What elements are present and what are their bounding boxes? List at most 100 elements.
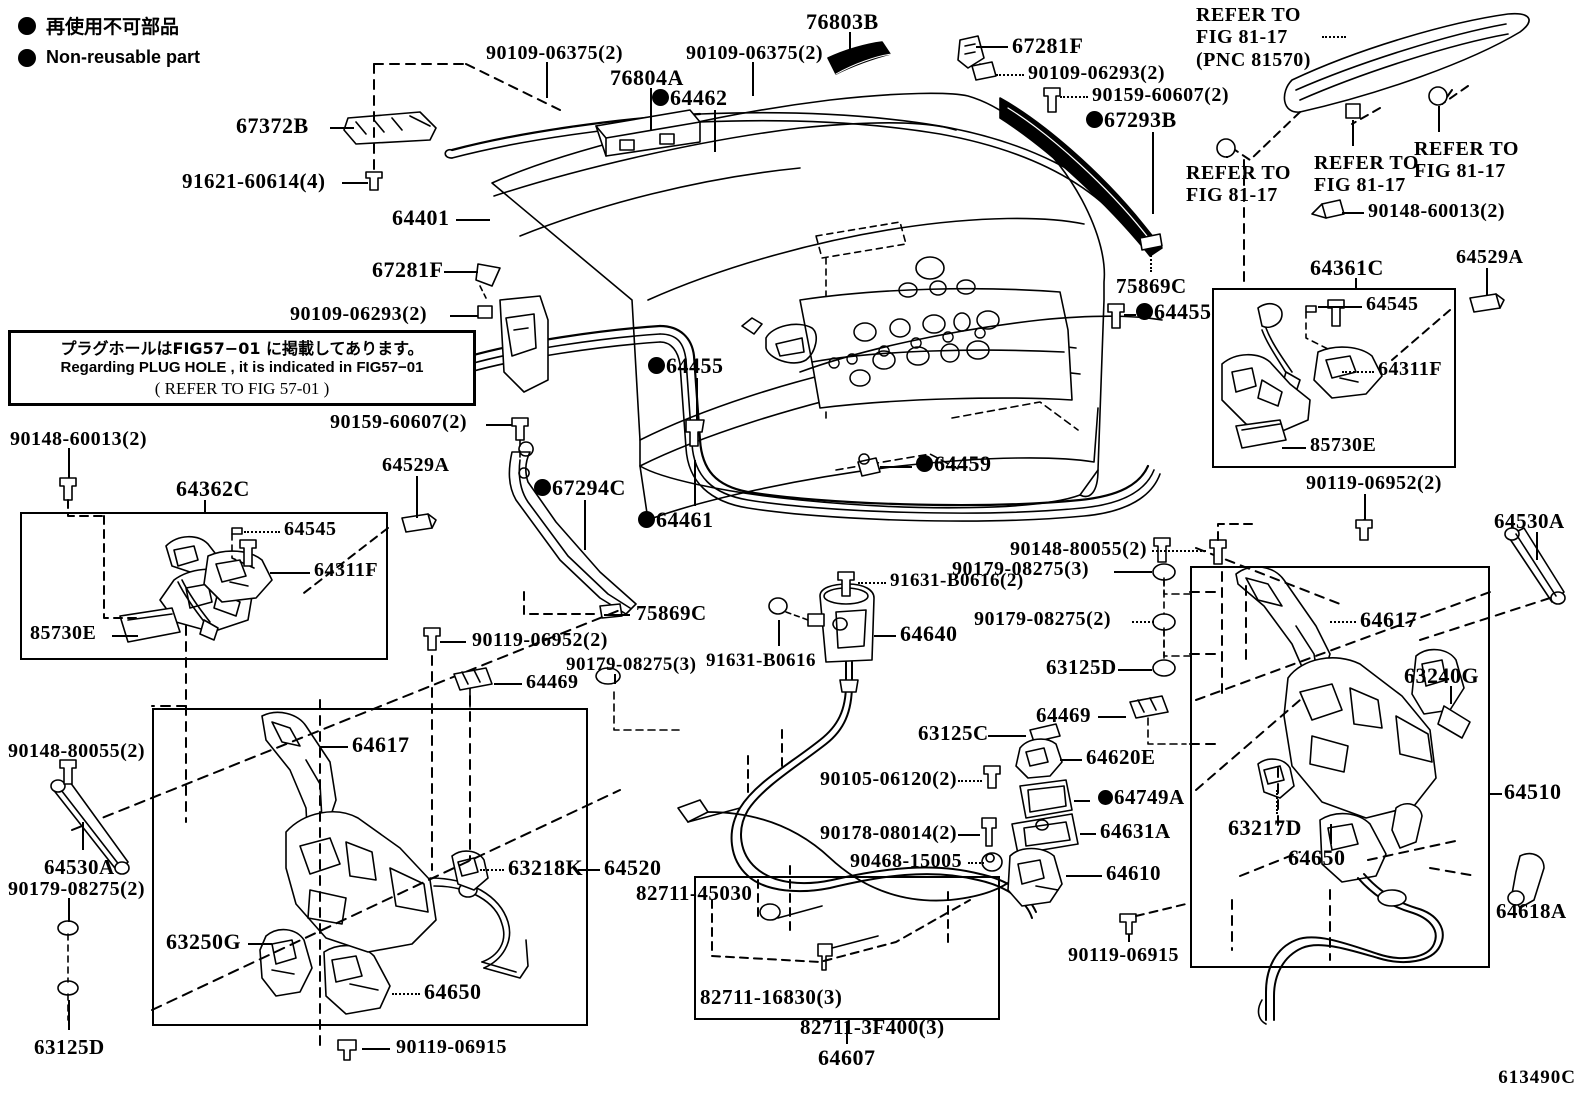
part-label-64545-left[interactable]: 64545	[284, 518, 337, 540]
part-label-64469-right[interactable]: 64469	[1036, 703, 1091, 727]
part-label-90109-06293-top[interactable]: 90109-06293(2)	[1028, 62, 1165, 84]
part-label-63218K[interactable]: 63218K	[508, 855, 584, 880]
note-jp: プラグホールはFIG57−01 に掲載してあります。	[60, 339, 424, 358]
part-label-64311F-left[interactable]: 64311F	[314, 559, 379, 581]
part-label-91631-B0616-2[interactable]: 91631-B0616(2)	[890, 570, 1024, 591]
non-reusable-dot-icon-64455b	[1136, 303, 1153, 320]
leader-91621	[342, 182, 368, 184]
part-label-64455-a[interactable]: 64455	[648, 353, 724, 379]
part-label-64459[interactable]: 64459	[916, 451, 992, 477]
refer-to-fig-81-17-c[interactable]: REFER TO FIG 81-17	[1314, 152, 1419, 197]
part-label-63125D-left[interactable]: 63125D	[34, 1035, 105, 1059]
leader-64620E	[1060, 759, 1082, 761]
part-label-90148-60013-top[interactable]: 90148-60013(2)	[1368, 200, 1505, 222]
part-label-63240G[interactable]: 63240G	[1404, 663, 1480, 688]
part-label-85730E-left[interactable]: 85730E	[30, 622, 97, 644]
part-label-64530A-right[interactable]: 64530A	[1494, 509, 1565, 533]
part-label-64401[interactable]: 64401	[392, 205, 450, 230]
part-label-90179-08275-2-right[interactable]: 90179-08275(2)	[974, 608, 1111, 630]
part-label-64461[interactable]: 64461	[638, 507, 714, 533]
part-label-64361C[interactable]: 64361C	[1310, 255, 1384, 280]
part-label-90159-60607-left[interactable]: 90159-60607(2)	[330, 411, 467, 433]
part-label-91621-60614[interactable]: 91621-60614(4)	[182, 169, 326, 193]
part-label-64510[interactable]: 64510	[1504, 779, 1562, 804]
leader-refer-b2	[1226, 156, 1228, 158]
part-label-90179-08275-3-right[interactable]: 90179-08275(3)	[952, 558, 1089, 580]
part-label-67293B[interactable]: 67293B	[1086, 107, 1177, 133]
part-label-90179-08275-2-left[interactable]: 90179-08275(2)	[8, 878, 145, 900]
part-label-64749A[interactable]: 64749A	[1098, 785, 1185, 810]
leader-64617-right	[1330, 621, 1356, 623]
part-label-90119-06915-left[interactable]: 90119-06915	[396, 1036, 508, 1058]
part-label-64617-right[interactable]: 64617	[1360, 607, 1418, 632]
part-label-64455-b[interactable]: 64455	[1136, 299, 1212, 325]
part-label-64618A[interactable]: 64618A	[1496, 899, 1567, 923]
leader-refer-c	[1352, 120, 1354, 146]
leader-90148-top	[1342, 212, 1364, 214]
part-label-76804A[interactable]: 76804A	[610, 65, 684, 90]
part-label-64631A[interactable]: 64631A	[1100, 819, 1171, 843]
part-label-82711-45030[interactable]: 82711-45030	[636, 881, 753, 905]
part-label-67294C[interactable]: 67294C	[534, 475, 626, 501]
part-label-82711-3F400[interactable]: 82711-3F400(3)	[800, 1015, 945, 1039]
leader-90119-06915-left	[362, 1048, 390, 1050]
part-label-90148-60013-left[interactable]: 90148-60013(2)	[10, 428, 147, 450]
part-label-64529A-left[interactable]: 64529A	[382, 454, 450, 476]
leader-91631-b	[778, 620, 780, 646]
leader-91631-a	[858, 582, 886, 584]
part-label-67281F-top[interactable]: 67281F	[1012, 33, 1084, 58]
part-label-64362C[interactable]: 64362C	[176, 476, 250, 501]
part-label-85730E-right[interactable]: 85730E	[1310, 434, 1377, 456]
leader-90179-3-right	[1114, 571, 1152, 573]
part-label-63250G[interactable]: 63250G	[166, 929, 242, 954]
part-label-64617-left[interactable]: 64617	[352, 732, 410, 757]
part-label-90468-15005[interactable]: 90468-15005	[850, 850, 963, 872]
part-label-90105-06120[interactable]: 90105-06120(2)	[820, 768, 957, 790]
part-label-64640[interactable]: 64640	[900, 621, 958, 646]
part-label-64607[interactable]: 64607	[818, 1045, 876, 1070]
part-label-90109-06293-left[interactable]: 90109-06293(2)	[290, 303, 427, 325]
part-label-64469-left[interactable]: 64469	[526, 671, 579, 693]
part-label-64520[interactable]: 64520	[604, 855, 662, 880]
part-label-64610[interactable]: 64610	[1106, 861, 1161, 885]
part-label-64650-left[interactable]: 64650	[424, 979, 482, 1004]
part-label-90179-08275-3-left[interactable]: 90179-08275(3)	[566, 654, 697, 675]
leader-64529A-right	[1486, 268, 1488, 296]
part-label-63125C[interactable]: 63125C	[918, 721, 989, 745]
part-label-75869C-mid[interactable]: 75869C	[636, 601, 707, 625]
part-label-90148-80055-right[interactable]: 90148-80055(2)	[1010, 538, 1147, 560]
part-label-64650-right[interactable]: 64650	[1288, 845, 1346, 870]
part-label-90119-06952-right[interactable]: 90119-06952(2)	[1306, 472, 1442, 494]
part-label-75869C-right[interactable]: 75869C	[1116, 274, 1187, 298]
part-label-90119-06915-right[interactable]: 90119-06915	[1068, 944, 1180, 966]
leader-90179-2-right	[1132, 621, 1154, 623]
part-label-67281F-left[interactable]: 67281F	[372, 257, 444, 282]
part-label-63125D-right[interactable]: 63125D	[1046, 655, 1117, 679]
legend-row-jp: 再使用不可部品	[18, 12, 200, 39]
part-label-76803B[interactable]: 76803B	[806, 9, 879, 34]
refer-to-fig-81-17-d[interactable]: REFER TO FIG 81-17	[1414, 138, 1519, 183]
leader-63125C	[988, 735, 1026, 737]
part-label-90109-06375-b[interactable]: 90109-06375(2)	[686, 42, 823, 64]
part-label-64530A-left[interactable]: 64530A	[44, 855, 115, 879]
part-label-91631-B0616[interactable]: 91631-B0616	[706, 650, 816, 671]
part-label-63217D[interactable]: 63217D	[1228, 815, 1302, 840]
part-label-90148-80055-left[interactable]: 90148-80055(2)	[8, 740, 145, 762]
non-reusable-dot-icon-64462	[652, 89, 669, 106]
part-label-64529A-right[interactable]: 64529A	[1456, 246, 1524, 268]
part-label-67372B[interactable]: 67372B	[236, 113, 309, 138]
non-reusable-dot-icon-64455a	[648, 357, 665, 374]
leader-67294C	[584, 500, 586, 550]
part-label-64311F-right[interactable]: 64311F	[1378, 358, 1443, 380]
frame-64361C	[1212, 288, 1456, 468]
part-label-90119-06952-left[interactable]: 90119-06952(2)	[472, 629, 608, 651]
refer-to-fig-81-17-a[interactable]: REFER TO FIG 81-17 (PNC 81570)	[1196, 4, 1311, 71]
part-label-90178-08014[interactable]: 90178-08014(2)	[820, 822, 957, 844]
refer-to-fig-81-17-b[interactable]: REFER TO FIG 81-17	[1186, 162, 1291, 207]
part-label-64462[interactable]: 64462	[652, 85, 728, 111]
part-label-90109-06375-a[interactable]: 90109-06375(2)	[486, 42, 623, 64]
part-label-64620E[interactable]: 64620E	[1086, 745, 1156, 769]
part-label-64545-right[interactable]: 64545	[1366, 293, 1419, 315]
part-label-90159-60607-top[interactable]: 90159-60607(2)	[1092, 84, 1229, 106]
part-label-82711-16830[interactable]: 82711-16830(3)	[700, 985, 843, 1009]
